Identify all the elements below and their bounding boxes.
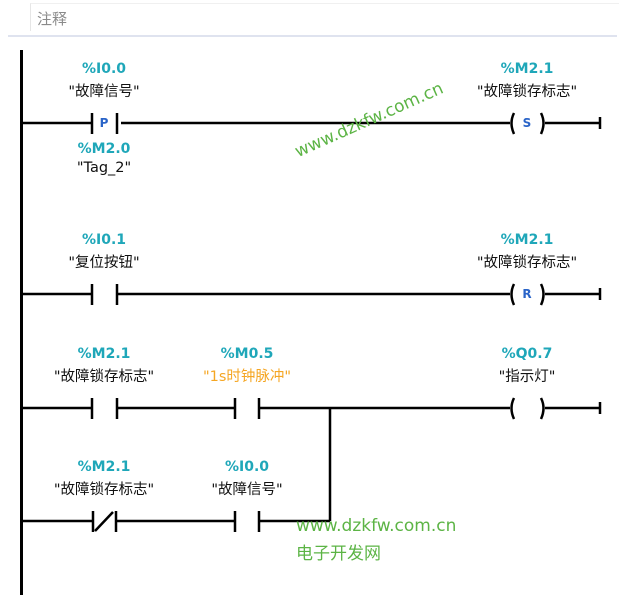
nc-contact-m2-1[interactable] bbox=[91, 511, 118, 532]
reset-coil-letter: R bbox=[522, 287, 532, 301]
power-rail bbox=[20, 50, 23, 595]
contact-tag: "故障信号" bbox=[68, 84, 140, 100]
branch-contact-tag: "故障锁存标志" bbox=[53, 482, 155, 498]
no-contact-i0-0[interactable] bbox=[233, 511, 261, 532]
contact-address: %I0.1 bbox=[81, 232, 127, 248]
contact-address: %I0.0 bbox=[81, 61, 127, 77]
coil-tag: "故障锁存标志" bbox=[476, 255, 578, 271]
contact-address: %M0.5 bbox=[220, 346, 274, 362]
reset-coil-m2-1[interactable] bbox=[510, 283, 545, 306]
network-1-wires bbox=[21, 117, 602, 129]
no-contact-m2-1[interactable] bbox=[90, 398, 119, 419]
branch-contact-tag: "故障信号" bbox=[211, 482, 283, 498]
comment-field[interactable]: 注释 bbox=[30, 3, 619, 31]
coil-tag: "故障锁存标志" bbox=[476, 84, 578, 100]
branch-contact-address: %I0.0 bbox=[224, 459, 270, 475]
set-coil-m2-1[interactable] bbox=[510, 112, 545, 135]
coil-address: %Q0.7 bbox=[501, 346, 553, 362]
no-contact-m0-5[interactable] bbox=[233, 398, 261, 419]
contact-tag: "1s时钟脉冲" bbox=[202, 369, 292, 385]
positive-edge-contact-i0-0[interactable] bbox=[90, 113, 119, 134]
contact-address: %M2.1 bbox=[77, 346, 131, 362]
comment-separator bbox=[8, 35, 617, 37]
network-3-wires bbox=[21, 402, 602, 523]
edge-p-letter: P bbox=[99, 116, 109, 130]
edge-bit-tag: "Tag_2" bbox=[76, 160, 132, 176]
set-coil-letter: S bbox=[522, 116, 532, 130]
contact-tag: "复位按钮" bbox=[68, 255, 140, 271]
watermark-url: www.dzkfw.com.cn bbox=[296, 516, 457, 536]
watermark-site-name: 电子开发网 bbox=[296, 544, 381, 564]
coil-address: %M2.1 bbox=[500, 61, 554, 77]
branch-contact-address: %M2.1 bbox=[77, 459, 131, 475]
coil-tag: "指示灯" bbox=[498, 369, 556, 385]
output-coil-q0-7[interactable] bbox=[510, 397, 545, 420]
comment-placeholder: 注释 bbox=[37, 10, 68, 28]
edge-bit-address: %M2.0 bbox=[77, 141, 131, 157]
no-contact-i0-1[interactable] bbox=[90, 284, 119, 305]
contact-tag: "故障锁存标志" bbox=[53, 369, 155, 385]
coil-address: %M2.1 bbox=[500, 232, 554, 248]
network-2-wires bbox=[21, 288, 602, 300]
